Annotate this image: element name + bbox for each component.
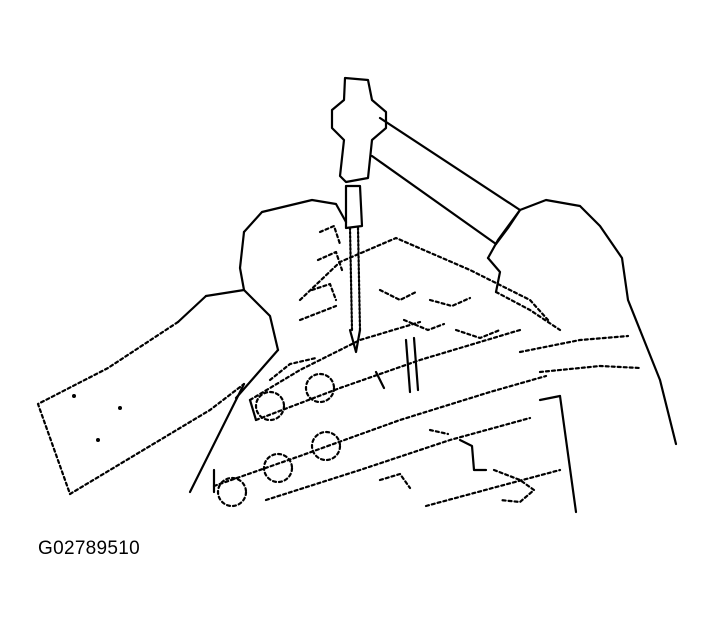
cylinder-head-icon	[212, 236, 562, 508]
left-hand-icon	[36, 198, 348, 496]
right-hand-icon	[486, 198, 678, 514]
hammer-icon	[330, 76, 522, 246]
figure-code: G02789510	[38, 538, 141, 559]
pin-punch-icon	[344, 184, 364, 354]
